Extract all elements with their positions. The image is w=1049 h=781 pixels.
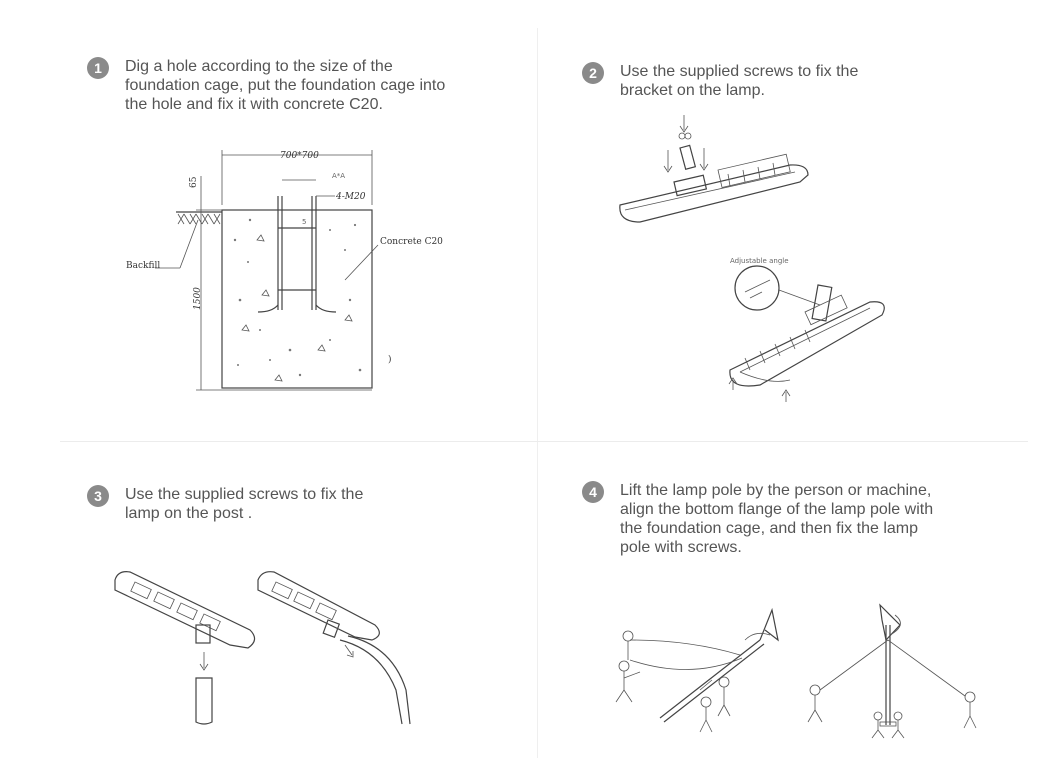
width-label: 700*700 bbox=[280, 151, 319, 161]
concrete-label: Concrete C20 bbox=[380, 237, 443, 247]
depth-label: 1500 bbox=[193, 287, 203, 310]
top-label: 65 bbox=[189, 176, 199, 188]
aa-label: A*A bbox=[332, 172, 345, 180]
step-3-badge: 3 bbox=[87, 485, 109, 507]
step-4-text: Lift the lamp pole by the person or mach… bbox=[620, 482, 934, 556]
horizontal-divider bbox=[60, 441, 1028, 442]
vertical-divider bbox=[537, 28, 538, 758]
step-1-badge: 1 bbox=[87, 57, 109, 79]
step-2-badge: 2 bbox=[582, 62, 604, 84]
step-4-badge: 4 bbox=[582, 481, 604, 503]
step-2-text: Use the supplied screws to fix the brack… bbox=[620, 63, 859, 99]
backfill-label: Backfill bbox=[126, 261, 160, 271]
small-mark: 5 bbox=[302, 218, 306, 226]
step-1-text: Dig a hole according to the size of the … bbox=[125, 58, 446, 113]
svg-text:): ) bbox=[388, 354, 392, 365]
step-3-text: Use the supplied screws to fix the lamp … bbox=[125, 486, 364, 522]
bolt-label: 4-M20 bbox=[335, 192, 366, 202]
angle-label: Adjustable angle bbox=[730, 257, 789, 265]
